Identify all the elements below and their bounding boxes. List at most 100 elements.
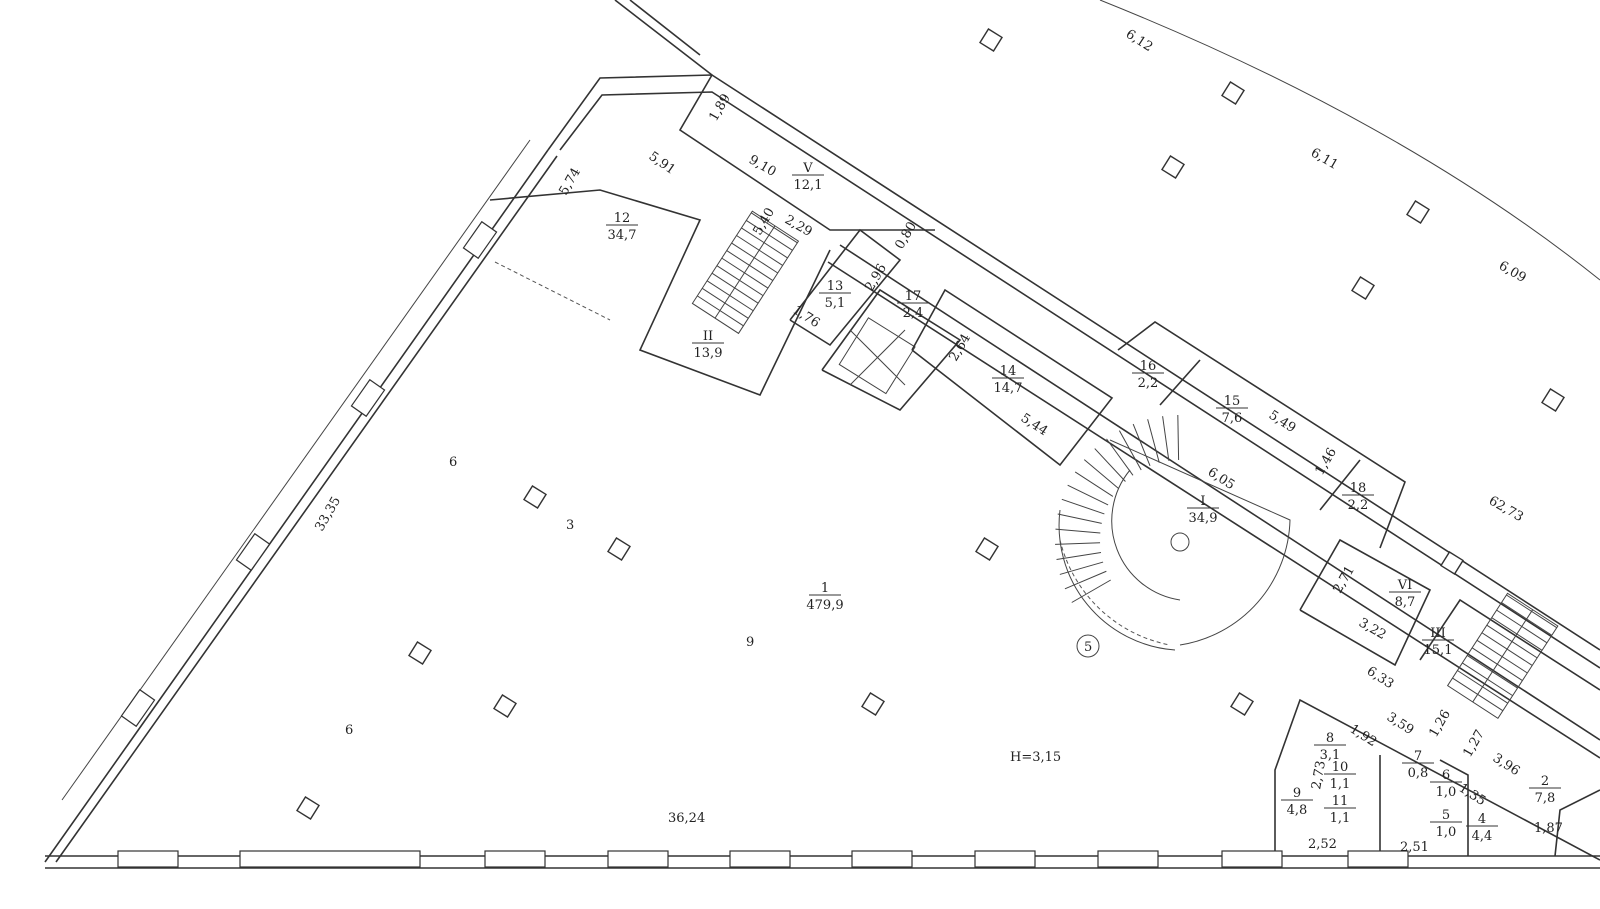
spiral-step (1177, 415, 1180, 461)
window (484, 850, 546, 868)
ceiling-height: H=3,15 (1010, 750, 1061, 765)
room-label: 135,1 (819, 279, 851, 311)
column (1541, 388, 1565, 412)
stair-step (741, 227, 788, 259)
pier (462, 220, 498, 260)
dimension: 3,96 (1490, 751, 1522, 779)
columns (296, 28, 1565, 820)
dimension: 2,73 (1309, 760, 1329, 791)
dimension: 36,24 (668, 811, 705, 826)
room-area: 1,1 (1330, 811, 1351, 826)
room-number: VI (1397, 578, 1413, 593)
room-number: III (1430, 626, 1445, 641)
room-number: 5 (1442, 808, 1450, 823)
dimension: 1,89 (706, 91, 733, 124)
dimension: 5,49 (1266, 408, 1298, 436)
room-area: 3,1 (1320, 748, 1341, 763)
dimension: 1,92 (1347, 722, 1379, 750)
room-number: 1 (821, 581, 829, 596)
spiral-step (1061, 498, 1105, 515)
room-area: 5,1 (825, 296, 846, 311)
dimension: 1,76 (790, 303, 822, 331)
spiral-step (1106, 438, 1134, 476)
window (117, 850, 179, 868)
mark: 6 (345, 723, 353, 738)
window (239, 850, 421, 868)
room-label: 83,1 (1314, 731, 1346, 763)
spiral-step (1056, 552, 1102, 561)
room-number: V (802, 161, 813, 176)
column (523, 485, 547, 509)
spiral-step (1057, 513, 1102, 524)
room-label: 61,0 (1430, 768, 1462, 800)
room-number: 11 (1332, 794, 1349, 809)
spiral-step (1055, 542, 1101, 545)
column (1440, 551, 1464, 575)
mark: 9 (746, 635, 754, 650)
window (729, 850, 791, 868)
dimension: 5,74 (556, 165, 583, 198)
window (851, 850, 913, 868)
room-number: 4 (1478, 812, 1486, 827)
stair-step (1457, 670, 1509, 704)
spiral-step (1055, 528, 1101, 534)
room-area: 34,7 (608, 228, 637, 243)
room-number: 6 (1442, 768, 1450, 783)
dimension: 62,73 (1486, 493, 1526, 525)
room-number: 14 (1000, 364, 1017, 379)
room-label: 162,2 (1132, 359, 1164, 391)
room-label: 94,8 (1281, 786, 1313, 818)
spiral-step (1118, 430, 1142, 471)
room-area: 2,4 (903, 306, 924, 321)
stair-step (1466, 654, 1518, 689)
dimension: 2,64 (946, 331, 973, 364)
room-area: 13,9 (694, 346, 723, 361)
room-area: 0,8 (1408, 766, 1429, 781)
stair-step (1491, 617, 1543, 651)
column (1406, 200, 1430, 224)
spiral-step (1064, 570, 1107, 590)
room-label: 101,1 (1324, 760, 1356, 792)
room-number: II (703, 329, 713, 344)
pier (120, 688, 156, 728)
stair-step (1476, 639, 1528, 674)
stair-step (1462, 662, 1513, 697)
dimension: 6,11 (1308, 145, 1341, 172)
column (296, 796, 320, 820)
spiral-step (1147, 419, 1160, 463)
outer-arc (1099, 0, 1600, 281)
room-label: V 12,1 (792, 161, 824, 193)
column (1221, 81, 1245, 105)
room-label: 182,2 (1342, 481, 1374, 513)
windows (117, 220, 1409, 868)
room-area: 34,9 (1189, 511, 1218, 526)
room-number: 2 (1541, 774, 1549, 789)
room-area: 1,1 (1330, 777, 1351, 792)
column (1161, 155, 1185, 179)
room-number: 18 (1350, 481, 1367, 496)
pier (350, 378, 386, 418)
room-label: 27,8 (1529, 774, 1561, 806)
dimension: 6,12 (1123, 27, 1155, 55)
room-label: 157,6 (1216, 394, 1248, 426)
dimension: 2,51 (1400, 840, 1429, 855)
stair-step (706, 280, 754, 312)
stair-step (701, 287, 749, 319)
dimension-labels: 6,12 6,11 6,09 62,73 1,89 5,91 9,10 0,80… (312, 27, 1562, 855)
dimension: 6,09 (1496, 258, 1529, 285)
room-label: VI8,7 (1389, 578, 1421, 610)
stair-step (1452, 677, 1504, 712)
room-area: 15,1 (1424, 643, 1453, 658)
room-area: 12,1 (794, 178, 823, 193)
room-number: 7 (1414, 749, 1422, 764)
axis-marker: 5 (1084, 640, 1092, 655)
room-number: I (1200, 494, 1205, 509)
room-label: 172,4 (897, 289, 929, 321)
dimension: 5,91 (646, 149, 678, 178)
column (1230, 692, 1254, 716)
room-area: 1,0 (1436, 785, 1457, 800)
mark: 3 (566, 518, 574, 533)
stair-step (1501, 602, 1553, 636)
